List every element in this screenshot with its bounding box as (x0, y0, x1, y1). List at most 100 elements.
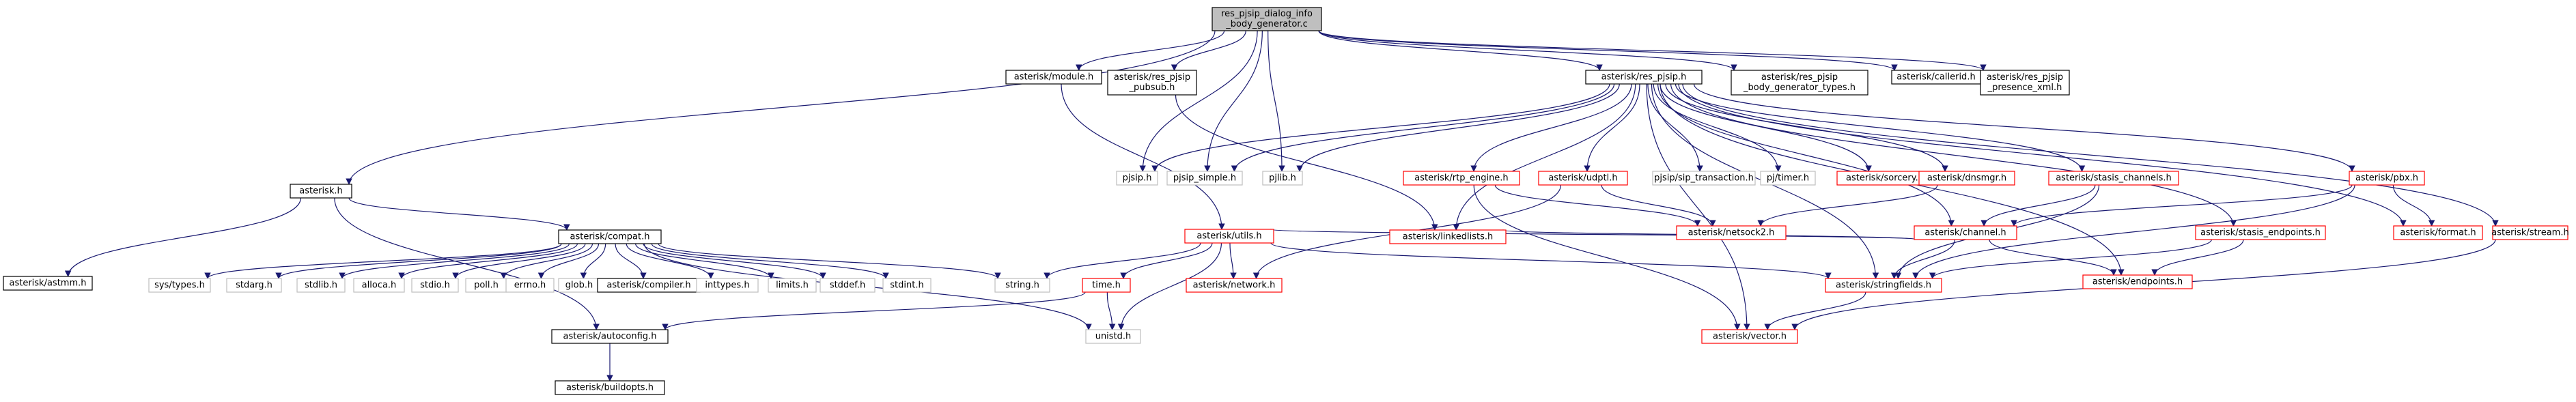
edge (1647, 83, 1703, 172)
node-vector-h[interactable]: asterisk/vector.h (1701, 329, 1798, 344)
edge (1075, 30, 1225, 71)
node-res-pjsip-h[interactable]: asterisk/res_pjsip.h (1585, 70, 1703, 85)
node-stream-h[interactable]: asterisk/stream.h (2491, 225, 2569, 240)
edge-utils-h-to-string-h (1044, 242, 1201, 279)
edge (1693, 83, 2355, 172)
node-label: pjsip/sip_transaction.h (1654, 173, 1754, 184)
node-udptl-h[interactable]: asterisk/udptl.h (1538, 171, 1628, 186)
edge-channel-h-to-endpoints-h (1989, 239, 2117, 276)
node-callerid-h[interactable]: asterisk/callerid.h (1891, 70, 1981, 85)
node-label: glob.h (565, 281, 593, 291)
node-label: pjsip.h (1123, 173, 1152, 184)
edge (2151, 239, 2244, 276)
edge-root-to-callerid-h (1318, 30, 1898, 71)
node-stringfields-h[interactable]: asterisk/stringfields.h (1825, 278, 1942, 293)
node-body-gen-h[interactable]: asterisk/res_pjsip_body_generator_types.… (1731, 70, 1868, 96)
edge (275, 243, 562, 279)
node-label: _pubsub.h (1129, 83, 1175, 93)
node-stasis-channels-h[interactable]: asterisk/stasis_channels.h (2048, 171, 2179, 186)
edge (662, 291, 1086, 330)
node-channel-h[interactable]: asterisk/channel.h (1914, 225, 2017, 240)
node-sorcery-h[interactable]: asterisk/sorcery.h (1836, 171, 1933, 186)
node-stddef-h: stddef.h (820, 278, 876, 293)
node-inttypes-h: inttypes.h (696, 278, 759, 293)
node-asterisk-h[interactable]: asterisk.h (290, 184, 352, 199)
edge-stasis-endpoints-h-to-endpoints-h (2151, 239, 2244, 276)
node-time-h[interactable]: time.h (1082, 278, 1131, 293)
node-autoconfig-h[interactable]: asterisk/autoconfig.h (551, 329, 669, 344)
edge-res-pjsip-h-to-vector-h (1646, 83, 1750, 330)
node-linkedlists-h[interactable]: asterisk/linkedlists.h (1389, 229, 1507, 244)
node-sys-types-h: sys/types.h (148, 278, 211, 293)
edge-module-h-to-utils-h (1061, 83, 1225, 230)
edge-utils-h-to-network-h (1229, 242, 1237, 279)
edge (1044, 242, 1201, 279)
node-label: _body_generator.c (1225, 19, 1307, 29)
node-pubsub-h[interactable]: asterisk/res_pjsip_pubsub.h (1107, 70, 1197, 96)
node-label: unistd.h (1095, 332, 1132, 342)
node-dnsmgr-h[interactable]: asterisk/dnsmgr.h (1918, 171, 2015, 186)
node-label: asterisk/autoconfig.h (563, 332, 657, 342)
node-compat-h[interactable]: asterisk/compat.h (558, 229, 662, 244)
edge-root-to-res-pjsip-h (1318, 30, 1603, 71)
node-label: pj/timer.h (1767, 173, 1809, 184)
node-astmm-h[interactable]: asterisk/astmm.h (3, 276, 93, 291)
node-compiler-h[interactable]: asterisk/compiler.h (597, 278, 701, 293)
edge (1678, 83, 2407, 227)
node-module-h[interactable]: asterisk/module.h (1005, 70, 1102, 85)
node-format-h[interactable]: asterisk/format.h (2393, 225, 2483, 240)
edge (537, 243, 600, 279)
edge-pbx-h-to-format-h (2392, 184, 2435, 227)
node-box (2492, 225, 2568, 240)
node-presence-h[interactable]: asterisk/res_pjsip_presence_xml.h (1980, 70, 2070, 96)
node-box (1652, 171, 1756, 186)
edge (1318, 30, 1898, 71)
edge-rtp-engine-h-to-vector-h (1473, 184, 1741, 330)
node-endpoints-h[interactable]: asterisk/endpoints.h (2082, 274, 2193, 289)
edge-time-h-to-unistd-h (1106, 291, 1116, 330)
edge (348, 197, 570, 231)
node-stdlib-h: stdlib.h (296, 278, 346, 293)
edge (626, 243, 714, 279)
node-box (1262, 171, 1303, 186)
node-utils-h[interactable]: asterisk/utils.h (1184, 229, 1274, 244)
edge (1231, 83, 1615, 172)
edge (1470, 83, 1632, 172)
node-pbx-h[interactable]: asterisk/pbx.h (2349, 171, 2425, 186)
node-box (1389, 229, 1507, 244)
node-box (1914, 225, 2017, 240)
edge (1061, 83, 1225, 230)
node-label: asterisk/sorcery.h (1846, 173, 1924, 184)
node-rtp-engine-h[interactable]: asterisk/rtp_engine.h (1403, 171, 1520, 186)
edge (1665, 83, 1948, 172)
edge-root-to-body-gen-h (1318, 30, 1737, 71)
node-box (1166, 171, 1243, 186)
node-box (1585, 70, 1703, 85)
node-box (1403, 171, 1520, 186)
node-root[interactable]: res_pjsip_dialog_info_body_generator.c (1212, 7, 1322, 31)
node-pjsip-simple-h: pjsip_simple.h (1166, 171, 1243, 186)
edge-res-pjsip-h-to-pjsip-h (1151, 83, 1610, 172)
edge (1764, 291, 1866, 330)
node-label: asterisk/dnsmgr.h (1927, 173, 2006, 184)
node-label: stdint.h (890, 281, 923, 291)
node-buildopts-h[interactable]: asterisk/buildopts.h (555, 380, 665, 395)
node-box (226, 278, 282, 293)
node-netsock2-h[interactable]: asterisk/netsock2.h (1676, 225, 1787, 240)
node-stasis-endpoints-h[interactable]: asterisk/stasis_endpoints.h (2195, 225, 2326, 240)
edge-compat-h-to-string-h (658, 243, 1001, 279)
edge (2392, 184, 2435, 227)
node-label: stdio.h (420, 281, 450, 291)
node-box (1918, 171, 2015, 186)
node-label: asterisk/channel.h (1924, 228, 2006, 238)
edge-compat-h-to-errno-h (537, 243, 600, 279)
node-network-h[interactable]: asterisk/network.h (1186, 278, 1283, 293)
edge (204, 243, 562, 279)
node-box (555, 380, 665, 395)
edge-root-to-presence-h (1318, 30, 1987, 71)
edge-compat-h-to-stddef-h (643, 243, 826, 279)
node-box (1212, 7, 1322, 31)
edge (1318, 30, 1603, 71)
edge-time-h-to-autoconfig-h (662, 291, 1086, 330)
